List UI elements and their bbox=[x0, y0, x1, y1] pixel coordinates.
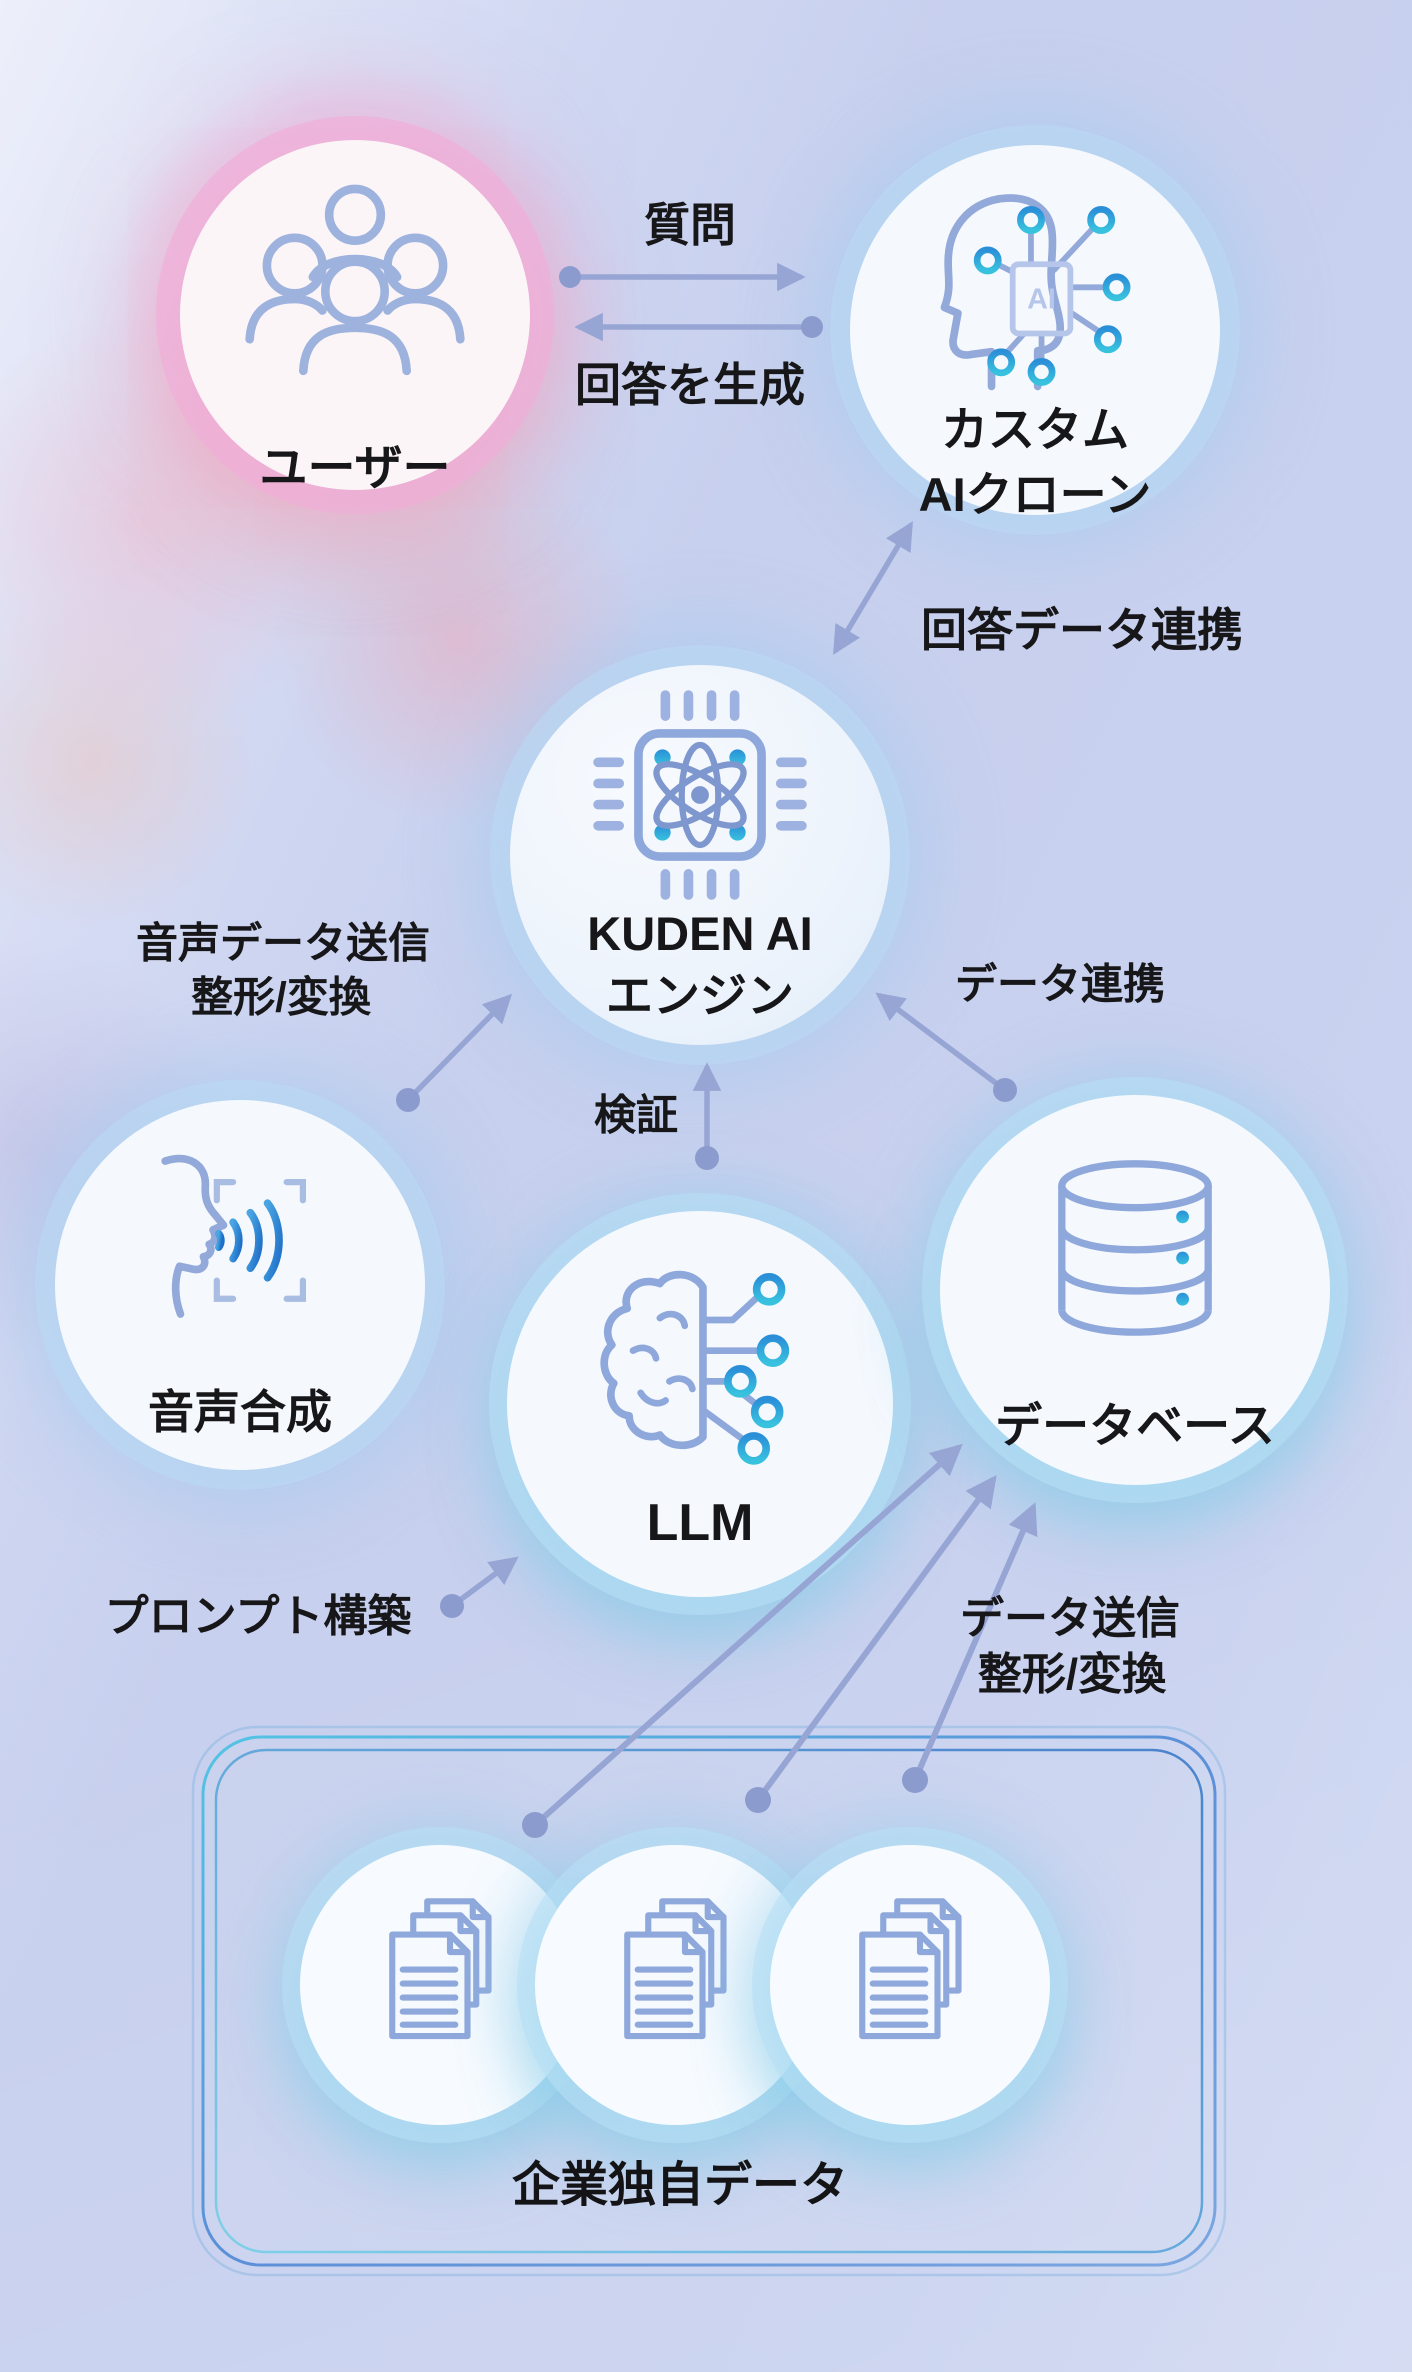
brain-circuit-icon bbox=[600, 1270, 790, 1465]
arrow-prompt-build bbox=[449, 1556, 519, 1609]
node-llm-label: LLM bbox=[646, 1494, 754, 1552]
documents-icon bbox=[859, 1898, 962, 2040]
node-user: ユーザー bbox=[180, 140, 530, 495]
arrow-data-send-1 bbox=[532, 1443, 963, 1828]
node-kuden-engine: KUDEN AI エンジン bbox=[510, 665, 890, 1045]
arrow-answer-data-link bbox=[833, 521, 913, 655]
node-kuden-label1: KUDEN AI bbox=[587, 907, 813, 960]
arrow-dot bbox=[559, 266, 581, 288]
arrow-data-send-3 bbox=[912, 1502, 1038, 1783]
node-documents-1 bbox=[300, 1845, 580, 2125]
edge-label-voice-send-2: 整形/変換 bbox=[191, 973, 371, 1021]
edge-label-prompt-build: プロンプト構築 bbox=[104, 1592, 412, 1641]
arrow-data-send-2 bbox=[755, 1474, 997, 1803]
edge-label-answer-data-link: 回答データ連携 bbox=[921, 604, 1243, 656]
node-ai-clone: AI カスタム AIクローン bbox=[850, 145, 1220, 521]
node-voice-label: 音声合成 bbox=[148, 1386, 332, 1438]
node-ai-clone-label1: カスタム bbox=[941, 403, 1129, 456]
ai-chip-text: AI bbox=[1027, 283, 1056, 315]
arrow-dot bbox=[522, 1812, 548, 1838]
edge-label-data-link: データ連携 bbox=[954, 960, 1166, 1008]
edge-label-voice-send-1: 音声データ送信 bbox=[135, 919, 431, 967]
node-llm: LLM bbox=[507, 1211, 893, 1597]
node-voice-synthesis: 音声合成 bbox=[55, 1100, 425, 1470]
node-ai-clone-label2: AIクローン bbox=[918, 468, 1152, 521]
arrow-dot bbox=[440, 1594, 464, 1618]
documents-icon bbox=[389, 1898, 492, 2040]
edge-label-verify: 検証 bbox=[593, 1091, 679, 1139]
company-data-label: 企業独自データ bbox=[511, 2159, 849, 2212]
arrow-dot bbox=[396, 1088, 420, 1112]
node-kuden-label2: エンジン bbox=[606, 969, 794, 1022]
node-database-label: データベース bbox=[995, 1399, 1275, 1452]
arrow-dot bbox=[745, 1787, 771, 1813]
node-user-label: ユーザー bbox=[259, 442, 451, 495]
arrow-dot bbox=[801, 316, 823, 338]
arrow-voice-send bbox=[405, 993, 513, 1103]
node-documents-2 bbox=[535, 1845, 815, 2125]
arrow-data-link bbox=[875, 992, 1008, 1093]
arrow-dot bbox=[993, 1078, 1017, 1102]
edge-label-question: 質問 bbox=[644, 199, 736, 251]
voice-face-icon bbox=[161, 1154, 307, 1318]
documents-icon bbox=[624, 1898, 727, 2040]
edge-label-data-send-2: 整形/変換 bbox=[977, 1650, 1167, 1699]
arrow-dot bbox=[902, 1767, 928, 1793]
arrow-dot bbox=[695, 1146, 719, 1170]
node-documents-3 bbox=[770, 1845, 1050, 2125]
users-icon bbox=[245, 184, 465, 376]
kuden-chip-icon bbox=[593, 690, 807, 900]
database-icon bbox=[1058, 1160, 1212, 1336]
edge-label-generate-answer: 回答を生成 bbox=[575, 359, 805, 411]
edge-label-data-send-1: データ送信 bbox=[960, 1594, 1180, 1643]
node-database: データベース bbox=[940, 1095, 1330, 1485]
ai-clone-head-icon: AI bbox=[940, 194, 1131, 391]
